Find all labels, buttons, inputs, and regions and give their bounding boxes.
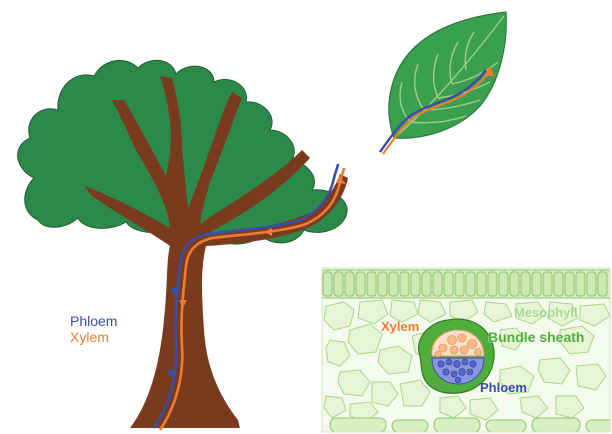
legend-phloem-label: Phloem — [70, 314, 117, 328]
tree — [18, 60, 348, 430]
legend-xylem-label: Xylem — [70, 330, 109, 344]
bundle-sheath-label: Bundle sheath — [488, 330, 584, 344]
leaf-cross-section — [320, 268, 612, 432]
inset-xylem-label: Xylem — [381, 320, 419, 333]
mesophyll-label: Mesophyll — [514, 306, 578, 319]
lower-epidermis — [330, 418, 612, 432]
leaf — [380, 12, 506, 154]
inset-phloem-label: Phloem — [480, 381, 527, 394]
